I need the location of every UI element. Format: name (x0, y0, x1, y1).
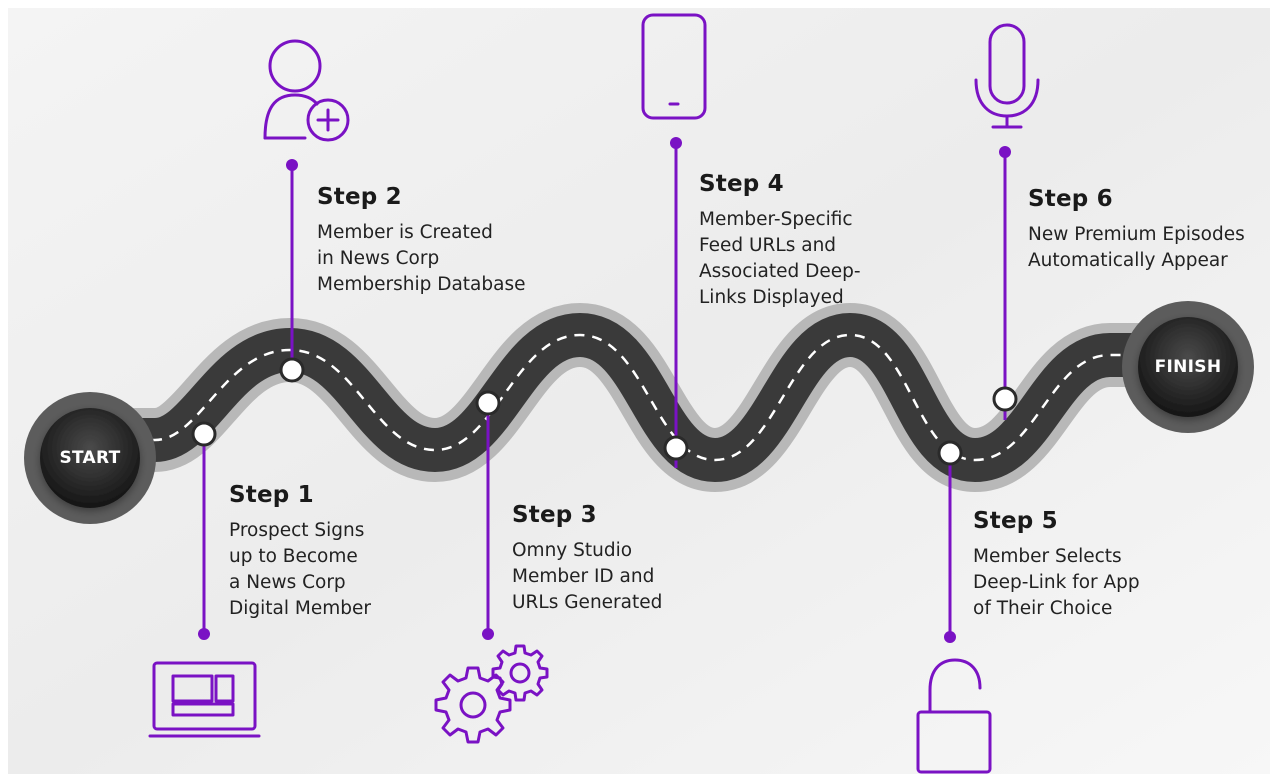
step-6-title: Step 6 (1028, 186, 1113, 212)
step-2-connector (286, 159, 298, 370)
step-4-title: Step 4 (699, 171, 784, 197)
step-2-title: Step 2 (317, 184, 402, 210)
step-1-line: a News Corp (229, 572, 346, 593)
step-6-connector (999, 146, 1011, 420)
step-4-connector (670, 137, 682, 468)
step-4-road-marker (663, 435, 689, 461)
step-3-road-marker (475, 390, 501, 416)
finish-label: FINISH (1154, 357, 1222, 377)
road (48, 302, 1227, 493)
step-2-text: Step 2 Member is Created in News Corp Me… (317, 184, 526, 298)
finish-badge (1122, 301, 1254, 433)
unlocked-padlock-icon (916, 658, 992, 774)
add-user-icon (263, 39, 350, 142)
step-2-line: Member is Created (317, 222, 493, 243)
step-3-line: Member ID and (512, 566, 655, 587)
step-1-line: Digital Member (229, 598, 371, 619)
step-6-line: Automatically Appear (1028, 250, 1228, 271)
step-3-line: Omny Studio (512, 540, 633, 561)
step-5-connector (944, 453, 956, 643)
step-1-line: Prospect Signs (229, 520, 365, 541)
step-1-connector (198, 434, 210, 640)
step-1-line: up to Become (229, 546, 358, 567)
road-center-line (80, 333, 1195, 462)
start-badge (24, 392, 156, 524)
step-2-road-marker (279, 357, 305, 383)
step-2-line: Membership Database (317, 274, 526, 295)
step-3-text: Step 3 Omny Studio Member ID and URLs Ge… (512, 502, 662, 616)
mobile-phone-icon (641, 13, 707, 120)
step-1-text: Step 1 Prospect Signs up to Become a New… (229, 482, 371, 622)
gears-icon (434, 644, 549, 744)
step-4-line: Associated Deep- (699, 261, 861, 282)
step-5-title: Step 5 (973, 508, 1058, 534)
start-label: START (59, 448, 121, 468)
step-5-text: Step 5 Member Selects Deep-Link for App … (973, 508, 1140, 622)
step-4-line: Member-Specific (699, 209, 853, 230)
step-4-line: Feed URLs and (699, 235, 837, 256)
microphone-icon (974, 23, 1040, 129)
step-6-text: Step 6 New Premium Episodes Automaticall… (1028, 186, 1245, 274)
step-3-line: URLs Generated (512, 592, 663, 613)
step-5-line: of Their Choice (973, 598, 1113, 619)
step-6-road-marker (992, 386, 1018, 412)
step-1-road-marker (191, 421, 217, 447)
laptop-icon (148, 661, 261, 738)
step-6-line: New Premium Episodes (1028, 224, 1245, 245)
step-3-connector (482, 403, 494, 640)
step-3-title: Step 3 (512, 502, 597, 528)
step-2-line: in News Corp (317, 248, 440, 269)
step-5-line: Member Selects (973, 546, 1122, 567)
step-5-line: Deep-Link for App (973, 572, 1140, 593)
step-4-line: Links Displayed (699, 287, 844, 308)
step-4-text: Step 4 Member-Specific Feed URLs and Ass… (699, 171, 861, 311)
step-5-road-marker (937, 440, 963, 466)
step-1-title: Step 1 (229, 482, 314, 508)
